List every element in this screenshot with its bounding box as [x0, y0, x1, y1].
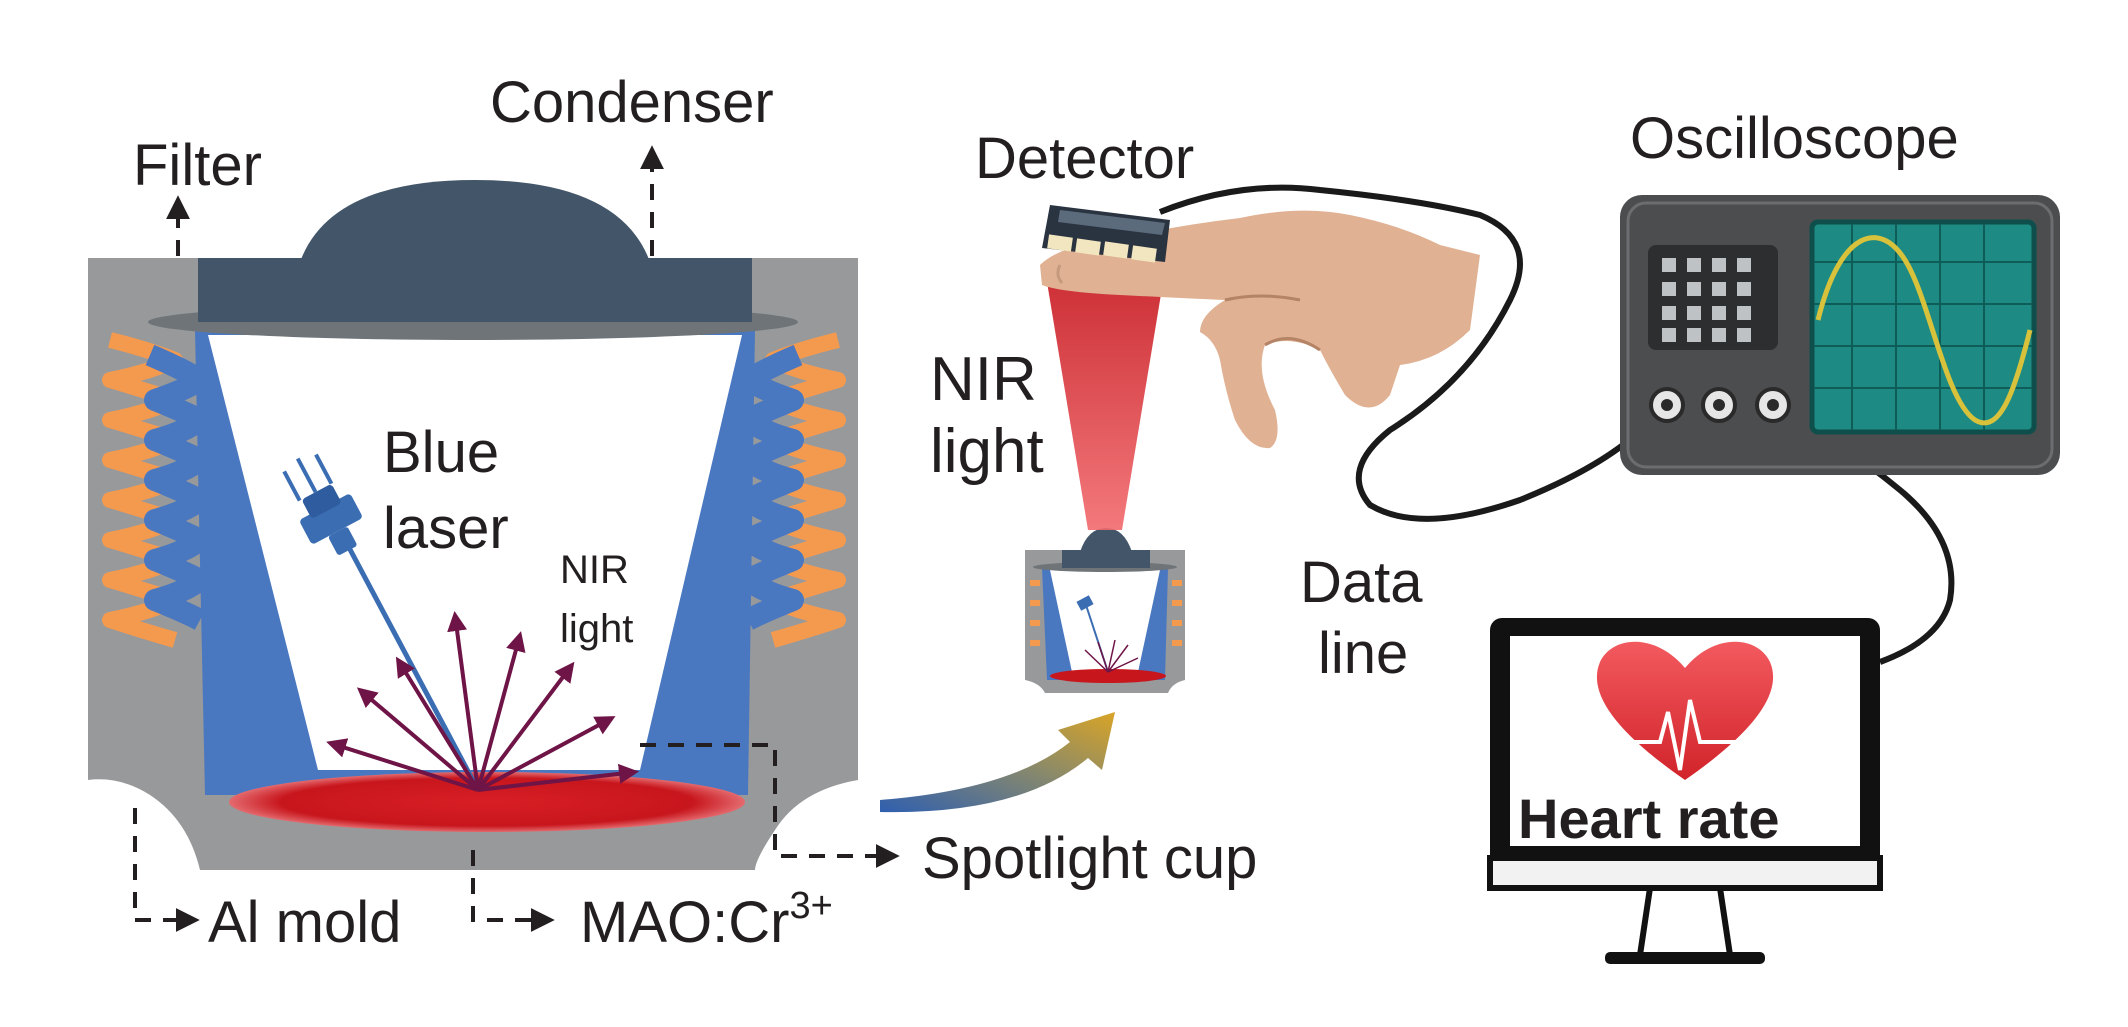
- reflector-interior: [208, 335, 742, 770]
- oscilloscope: [1620, 195, 2060, 475]
- mao-text: MAO:Cr: [580, 890, 789, 955]
- label-blue-laser-line1: Blue: [383, 420, 499, 485]
- label-nir-small-line1: NIR: [560, 548, 629, 592]
- label-nir-small-line2: light: [560, 607, 633, 651]
- label-nir-light-line1: NIR: [930, 345, 1037, 414]
- sine-wave: [1815, 235, 2033, 426]
- mao-superscript: 3+: [789, 885, 832, 927]
- nir-light-beam: [1045, 270, 1165, 530]
- label-mao-cr: MAO:Cr3+: [580, 885, 833, 955]
- label-filter: Filter: [133, 133, 262, 198]
- heat-sink-fins-left: [102, 332, 211, 648]
- nir-light-arrows: [326, 611, 639, 792]
- condenser-dome: [300, 180, 650, 262]
- keypad-buttons: [1662, 258, 1751, 342]
- curved-arrow: [880, 712, 1115, 813]
- label-heart-rate: Heart rate: [1518, 787, 1779, 850]
- label-al-mold: Al mold: [208, 890, 401, 955]
- heart-icon: [1596, 641, 1774, 780]
- label-detector: Detector: [975, 126, 1194, 191]
- spotlight-cup-small: [1025, 528, 1185, 693]
- oscilloscope-screen: [1809, 219, 2037, 435]
- label-nir-light-line2: light: [930, 417, 1044, 486]
- label-data-line-line2: line: [1318, 621, 1408, 686]
- ecg-line-icon: [1600, 699, 1765, 771]
- hand: [1040, 210, 1480, 449]
- label-oscilloscope: Oscilloscope: [1630, 106, 1959, 171]
- spotlight-cup-large: [88, 180, 858, 870]
- monitor-stand: [1636, 885, 1734, 958]
- detector-chip: [1042, 205, 1170, 263]
- label-condenser: Condenser: [490, 70, 774, 135]
- laser-diode: [282, 453, 362, 555]
- label-blue-laser-line2: laser: [383, 496, 509, 561]
- data-line-cable: [1158, 184, 1663, 522]
- oscilloscope-ports: [1649, 387, 1791, 423]
- condenser-lens: [198, 258, 752, 322]
- label-data-line-line1: Data: [1300, 550, 1423, 615]
- heart-rate-monitor: Heart rate: [1487, 618, 1883, 964]
- label-spotlight-cup: Spotlight cup: [922, 826, 1257, 891]
- callout-lines-left: [133, 145, 900, 932]
- mao-cr-phosphor: [229, 772, 745, 832]
